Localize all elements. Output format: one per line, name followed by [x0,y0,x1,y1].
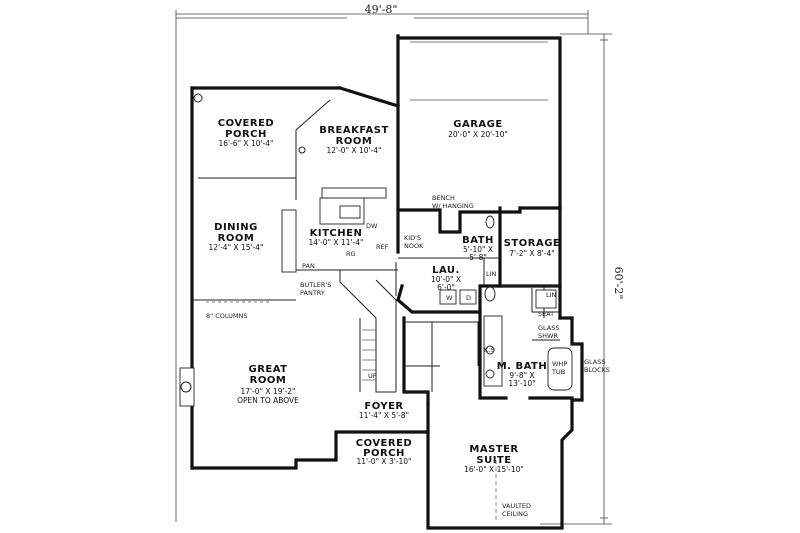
up-note: UP [368,372,377,380]
kitchen-name: KITCHEN [310,228,363,239]
dw-note: DW [366,222,378,230]
laundry-name: LAU. [432,265,460,276]
storage-name: STORAGE [504,238,561,249]
ref-note: REF [376,243,389,251]
rg-note: RG [346,250,356,258]
covered-porch-front-size: 11'-0" X 3'-10" [357,457,412,466]
lin-note-2: LIN [546,291,557,299]
master-suite-size: 16'-0" X 15'-10" [464,465,524,474]
foyer-name: FOYER [364,401,403,412]
columns-note: 8" COLUMNS [206,312,248,320]
breakfast-room-size: 12'-0" X 10'-4" [327,146,382,155]
lin-note-1: LIN [486,270,497,278]
foyer-size: 11'-4" X 5'-8" [359,411,409,420]
washer-note: W [446,294,453,302]
exterior-walls [190,34,584,530]
great-room-size: 17'-0" X 19'-2"OPEN TO ABOVE [237,387,299,405]
pan-note: PAN [302,262,315,270]
overall-width: 49'-8" [365,3,398,16]
bath-name: BATH [462,235,494,246]
seat-note: SEAT [538,310,554,318]
dining-room-size: 12'-4" X 15'-4" [209,243,264,252]
interior-walls [179,41,574,520]
ks-note: K.S [484,346,494,354]
garage-size: 20'-0" X 20'-10" [448,130,508,139]
master-bath-name: M. BATH [497,361,548,372]
kitchen-size: 14'-0" X 11'-4" [309,238,364,247]
garage-name: GARAGE [453,119,502,130]
covered-porch-rear-size: 16'-6" X 10'-4" [219,139,274,148]
overall-depth: 60'-2" [612,267,625,300]
storage-size: 7'-2" X 8'-4" [509,249,554,258]
dryer-note: D [466,294,471,302]
dimension-lines: 49'-8" 60'-2" [175,3,625,525]
